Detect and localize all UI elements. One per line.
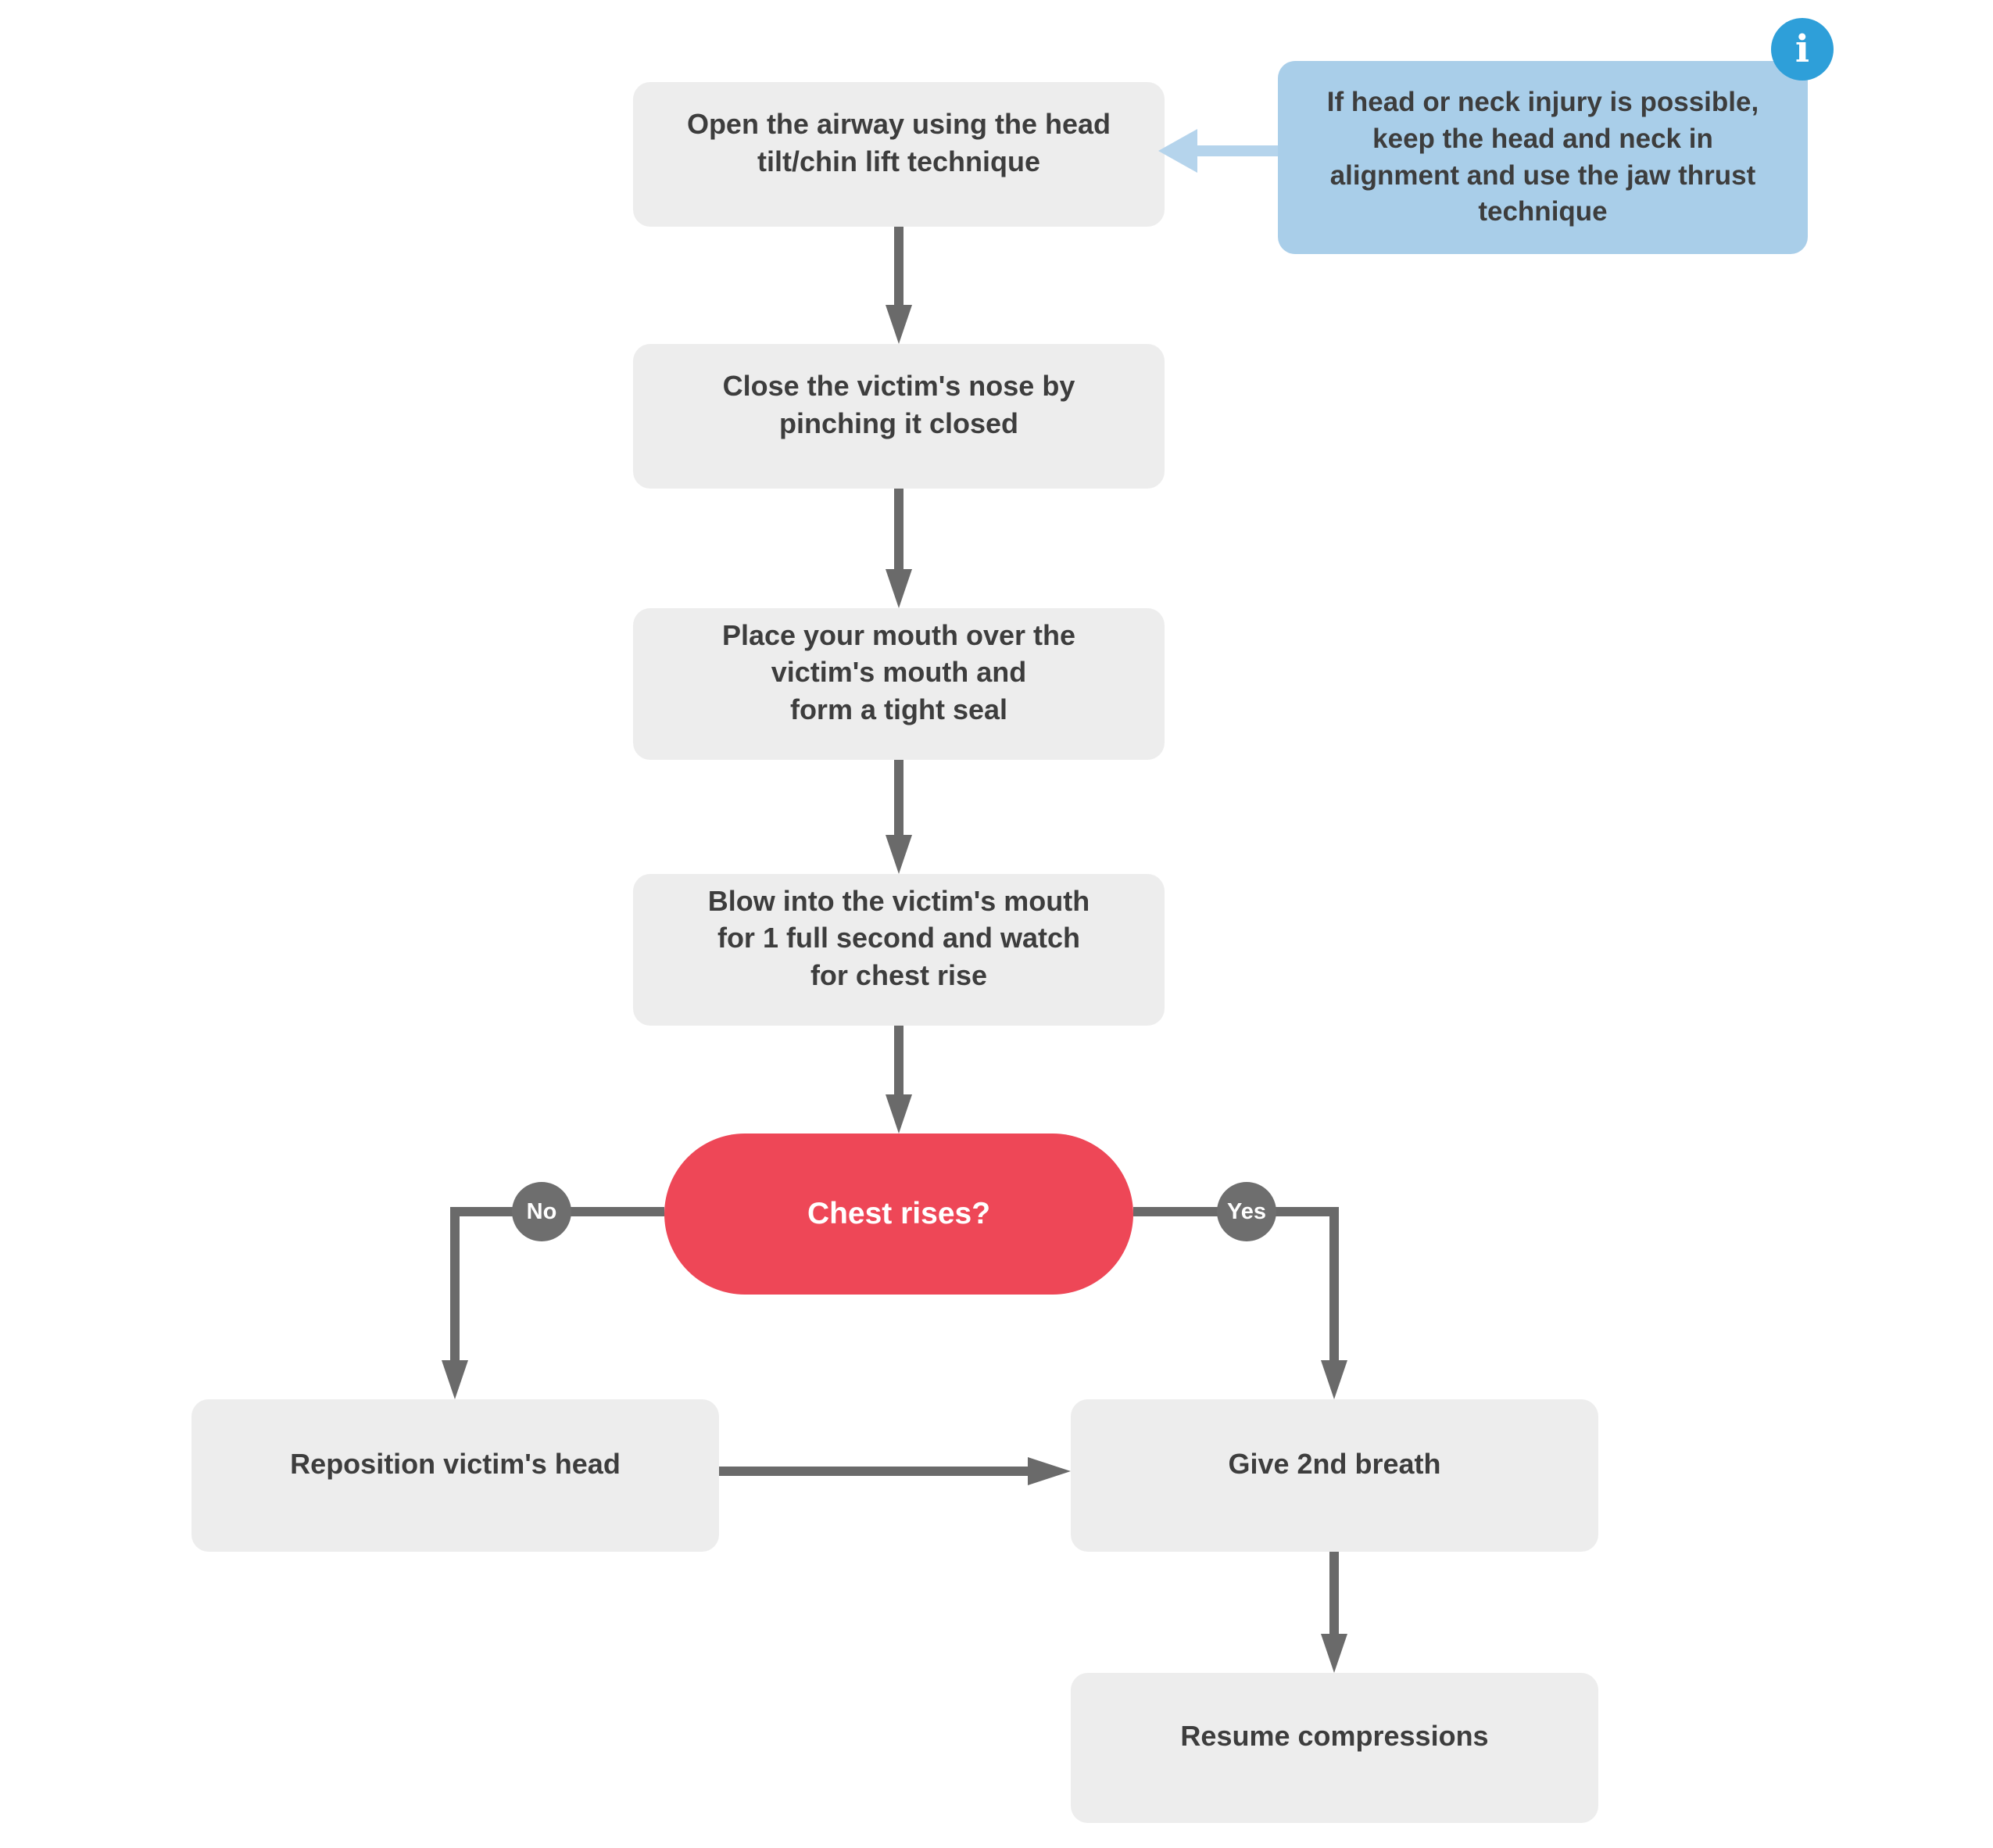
arrow-reposition-head-icon [1028, 1457, 1071, 1485]
arrow-2-head-icon [886, 569, 912, 608]
no-branch-vline [450, 1207, 460, 1360]
arrow-2-line [894, 489, 903, 569]
no-branch-head-icon [442, 1360, 468, 1399]
arrow-1-line [894, 227, 903, 305]
yes-branch-head-icon [1321, 1360, 1347, 1399]
node-mouth-seal: Place your mouth over the victim's mouth… [633, 608, 1165, 760]
yes-badge: Yes [1217, 1182, 1276, 1241]
note-head-neck-injury: If head or neck injury is possible, keep… [1278, 61, 1808, 254]
node-reposition: Reposition victim's head [191, 1399, 719, 1552]
node-open-airway: Open the airway using the head tilt/chin… [633, 82, 1165, 227]
yes-branch-vline [1329, 1207, 1339, 1360]
node-close-nose: Close the victim's nose by pinching it c… [633, 344, 1165, 489]
no-badge: No [512, 1182, 571, 1241]
arrow-4-line [894, 1026, 903, 1094]
node-give-breath: Give 2nd breath [1071, 1399, 1598, 1552]
arrow-resume-line [1329, 1552, 1339, 1634]
note-arrow-line [1194, 145, 1278, 156]
arrow-1-head-icon [886, 305, 912, 344]
arrow-reposition-line [719, 1467, 1028, 1476]
info-icon[interactable]: i [1771, 18, 1834, 81]
arrow-3-line [894, 760, 903, 835]
arrow-3-head-icon [886, 835, 912, 874]
node-resume: Resume compressions [1071, 1673, 1598, 1823]
node-blow: Blow into the victim's mouth for 1 full … [633, 874, 1165, 1026]
arrow-resume-head-icon [1321, 1634, 1347, 1673]
note-arrow-left-icon [1158, 129, 1197, 173]
decision-chest-rises: Chest rises? [664, 1134, 1133, 1295]
arrow-4-head-icon [886, 1094, 912, 1134]
